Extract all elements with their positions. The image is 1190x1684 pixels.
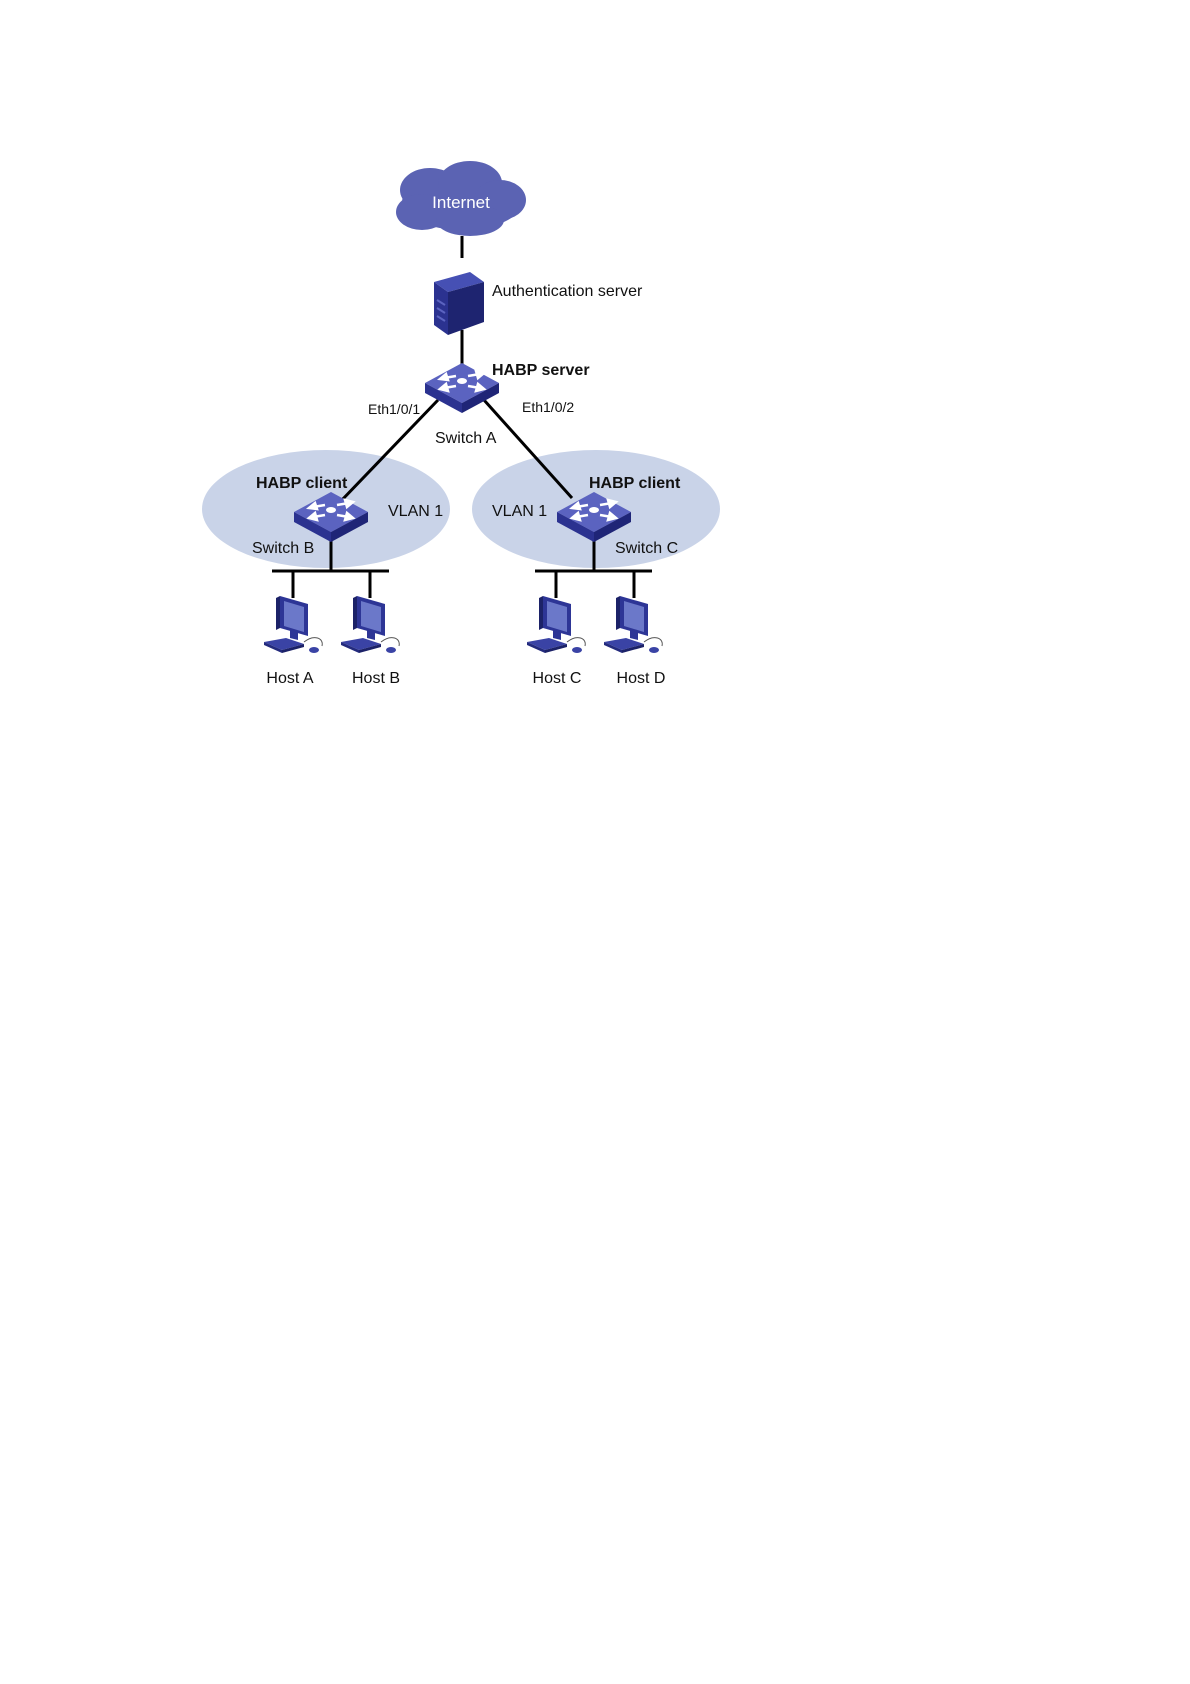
switch-a: HABP server Eth1/0/1 Eth1/0/2 Switch A bbox=[368, 362, 590, 447]
switch-c-name-label: Switch C bbox=[615, 540, 678, 557]
switch-b-vlan-label: VLAN 1 bbox=[388, 503, 443, 520]
pc-icon bbox=[604, 596, 662, 653]
host-d-label: Host D bbox=[617, 670, 666, 687]
host-c-label: Host C bbox=[533, 670, 582, 687]
authentication-server-label: Authentication server bbox=[492, 283, 643, 300]
internet-label: Internet bbox=[432, 193, 490, 212]
switch-b-role-label: HABP client bbox=[256, 475, 348, 492]
host-a: Host A bbox=[264, 596, 322, 687]
switch-a-role-label: HABP server bbox=[492, 362, 590, 379]
host-a-label: Host A bbox=[266, 670, 313, 687]
switch-c-role-label: HABP client bbox=[589, 475, 681, 492]
host-d: Host D bbox=[604, 596, 665, 687]
switch-a-port-left-label: Eth1/0/1 bbox=[368, 401, 420, 417]
authentication-server: Authentication server bbox=[434, 272, 643, 335]
pc-icon bbox=[264, 596, 322, 653]
pc-icon bbox=[527, 596, 585, 653]
switch-c-vlan-label: VLAN 1 bbox=[492, 503, 547, 520]
switch-a-port-right-label: Eth1/0/2 bbox=[522, 399, 574, 415]
internet-cloud: Internet bbox=[396, 161, 526, 236]
host-c: Host C bbox=[527, 596, 585, 687]
switch-a-name-label: Switch A bbox=[435, 430, 497, 447]
pc-icon bbox=[341, 596, 399, 653]
switch-b-name-label: Switch B bbox=[252, 540, 314, 557]
server-icon bbox=[434, 272, 484, 335]
host-b: Host B bbox=[341, 596, 400, 687]
host-b-label: Host B bbox=[352, 670, 400, 687]
